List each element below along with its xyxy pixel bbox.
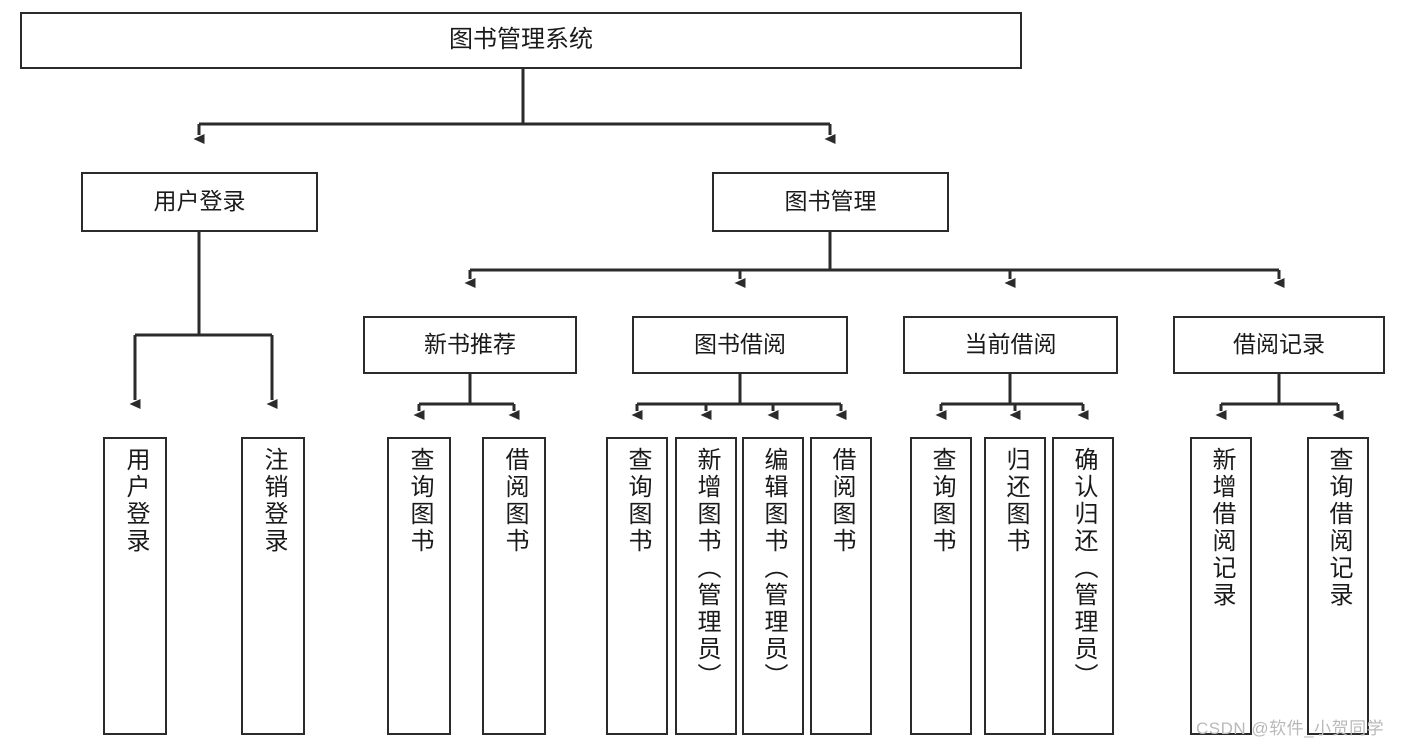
node-user-login[interactable]: 用户登录 bbox=[81, 172, 318, 232]
node-current-borrow[interactable]: 当前借阅 bbox=[903, 316, 1118, 374]
node-new-book-recommend[interactable]: 新书推荐 bbox=[363, 316, 577, 374]
node-borrow-record-label: 借阅记录 bbox=[1233, 331, 1325, 358]
leaf-edit-book-admin[interactable]: 编辑图书（管理员） bbox=[742, 437, 804, 735]
node-book-borrow-label: 图书借阅 bbox=[694, 331, 786, 358]
node-user-login-label: 用户登录 bbox=[153, 188, 246, 215]
leaf-user-login-label: 用户登录 bbox=[122, 447, 149, 555]
leaf-add-book-admin[interactable]: 新增图书（管理员） bbox=[675, 437, 737, 735]
leaf-query-book-newbook-label: 查询图书 bbox=[406, 447, 433, 555]
leaf-confirm-return-admin[interactable]: 确认归还（管理员） bbox=[1052, 437, 1114, 735]
leaf-confirm-return-admin-label: 确认归还（管理员） bbox=[1070, 447, 1097, 690]
node-book-borrow[interactable]: 图书借阅 bbox=[632, 316, 848, 374]
node-current-borrow-label: 当前借阅 bbox=[964, 331, 1057, 358]
node-borrow-record[interactable]: 借阅记录 bbox=[1173, 316, 1385, 374]
leaf-query-book-newbook[interactable]: 查询图书 bbox=[387, 437, 451, 735]
leaf-logout[interactable]: 注销登录 bbox=[241, 437, 305, 735]
leaf-query-book-current[interactable]: 查询图书 bbox=[910, 437, 972, 735]
node-new-book-recommend-label: 新书推荐 bbox=[424, 331, 516, 358]
csdn-watermark: CSDN @软件_小贺同学 bbox=[1196, 719, 1385, 738]
leaf-add-book-admin-label: 新增图书（管理员） bbox=[693, 447, 720, 690]
leaf-query-borrow-record[interactable]: 查询借阅记录 bbox=[1307, 437, 1369, 735]
node-book-management[interactable]: 图书管理 bbox=[712, 172, 949, 232]
leaf-borrow-book[interactable]: 借阅图书 bbox=[810, 437, 872, 735]
leaf-logout-label: 注销登录 bbox=[260, 447, 287, 555]
leaf-edit-book-admin-label: 编辑图书（管理员） bbox=[760, 447, 787, 690]
leaf-query-borrow-record-label: 查询借阅记录 bbox=[1325, 447, 1352, 609]
leaf-borrow-book-newbook[interactable]: 借阅图书 bbox=[482, 437, 546, 735]
node-root[interactable]: 图书管理系统 bbox=[20, 12, 1022, 69]
leaf-query-book-current-label: 查询图书 bbox=[928, 447, 955, 555]
leaf-borrow-book-newbook-label: 借阅图书 bbox=[501, 447, 528, 555]
leaf-return-book-label: 归还图书 bbox=[1002, 447, 1029, 555]
leaf-query-book-borrow-label: 查询图书 bbox=[624, 447, 651, 555]
leaf-add-borrow-record[interactable]: 新增借阅记录 bbox=[1190, 437, 1252, 735]
node-book-management-label: 图书管理 bbox=[784, 188, 877, 215]
leaf-user-login[interactable]: 用户登录 bbox=[103, 437, 167, 735]
leaf-add-borrow-record-label: 新增借阅记录 bbox=[1208, 447, 1235, 609]
node-root-label: 图书管理系统 bbox=[449, 26, 593, 54]
leaf-borrow-book-label: 借阅图书 bbox=[828, 447, 855, 555]
leaf-query-book-borrow[interactable]: 查询图书 bbox=[606, 437, 668, 735]
leaf-return-book[interactable]: 归还图书 bbox=[984, 437, 1046, 735]
